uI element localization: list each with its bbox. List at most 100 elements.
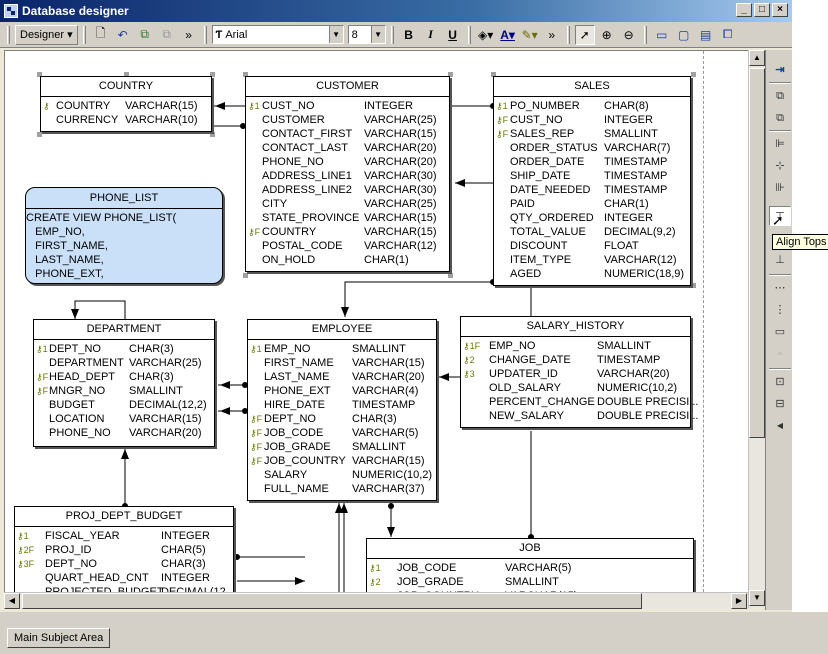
selection-handle[interactable] <box>210 132 215 137</box>
minimize-button[interactable]: _ <box>736 3 752 17</box>
close-button[interactable]: × <box>772 3 788 17</box>
selection-handle[interactable] <box>691 283 696 288</box>
palette-collapse-icon[interactable]: ◀ <box>776 421 784 430</box>
align-bottoms-icon[interactable]: ⊥ <box>775 254 785 266</box>
toolbar-grip[interactable] <box>82 25 86 44</box>
entity-icon[interactable]: ▭ <box>656 27 668 42</box>
new-document-icon[interactable]: 🗋 <box>95 26 106 40</box>
pointer-icon[interactable]: ➚ <box>574 24 595 45</box>
bring-forward-icon[interactable]: ⧉ <box>776 90 784 102</box>
scroll-thumb[interactable] <box>22 593 642 609</box>
maximize-button[interactable]: □ <box>754 3 770 17</box>
scroll-thumb[interactable] <box>749 68 765 438</box>
mode-dropdown[interactable]: Designer ▾ <box>15 24 78 45</box>
more-chevron-icon[interactable]: » <box>548 27 556 42</box>
toolbar-grip[interactable] <box>390 25 394 44</box>
font-color-icon[interactable]: A▾ <box>500 27 515 42</box>
send-backward-icon[interactable]: ⧉ <box>776 112 784 124</box>
more-chevron-icon[interactable]: » <box>185 27 192 42</box>
chevron-down-icon[interactable]: ▼ <box>328 26 343 43</box>
scroll-right-icon[interactable]: ▶ <box>731 593 747 609</box>
vertical-scrollbar[interactable]: ▲ ▼ <box>748 50 765 608</box>
align-center-icon[interactable]: ⊹ <box>775 160 785 172</box>
selection-handle[interactable] <box>448 72 453 77</box>
toolbar-grip[interactable] <box>467 25 471 44</box>
same-width-icon[interactable]: ▭ <box>774 326 786 338</box>
toolbar-grip[interactable] <box>203 25 207 44</box>
selection-handle[interactable] <box>124 72 129 77</box>
center-horizontal-icon[interactable]: ⊡ <box>775 376 785 388</box>
zoom-out-icon[interactable]: ⊖ <box>623 27 634 42</box>
selection-handle[interactable] <box>243 72 248 77</box>
scroll-left-icon[interactable]: ◀ <box>4 593 20 609</box>
relationship-icon[interactable]: ⧠ <box>722 27 733 41</box>
italic-button[interactable]: I <box>428 27 433 41</box>
align-right-icon[interactable]: ⊪ <box>775 182 785 194</box>
selection-handle[interactable] <box>37 72 42 77</box>
toolbar-grip[interactable] <box>566 25 570 44</box>
fill-color-icon[interactable]: ◈▾ <box>477 27 494 42</box>
view-phone-list[interactable]: PHONE_LIST CREATE VIEW PHONE_LIST( EMP_N… <box>25 187 223 284</box>
selection-handle[interactable] <box>37 132 42 137</box>
copy-icon[interactable]: ⧉ <box>140 27 149 41</box>
align-left-icon[interactable]: ⊫ <box>775 138 785 150</box>
toolbar-grip[interactable] <box>643 25 647 44</box>
scroll-up-icon[interactable]: ▲ <box>749 50 765 66</box>
selection-handle[interactable] <box>210 72 215 77</box>
scroll-down-icon[interactable]: ▼ <box>749 590 765 606</box>
selection-handle[interactable] <box>491 72 496 77</box>
horizontal-scrollbar[interactable]: ◀ ▶ <box>4 592 748 609</box>
toolbar-grip[interactable] <box>7 25 10 44</box>
same-size-icon[interactable]: ▫ <box>778 348 782 360</box>
paste-icon[interactable]: ⧉ <box>162 27 171 41</box>
selection-handle[interactable] <box>243 273 248 278</box>
